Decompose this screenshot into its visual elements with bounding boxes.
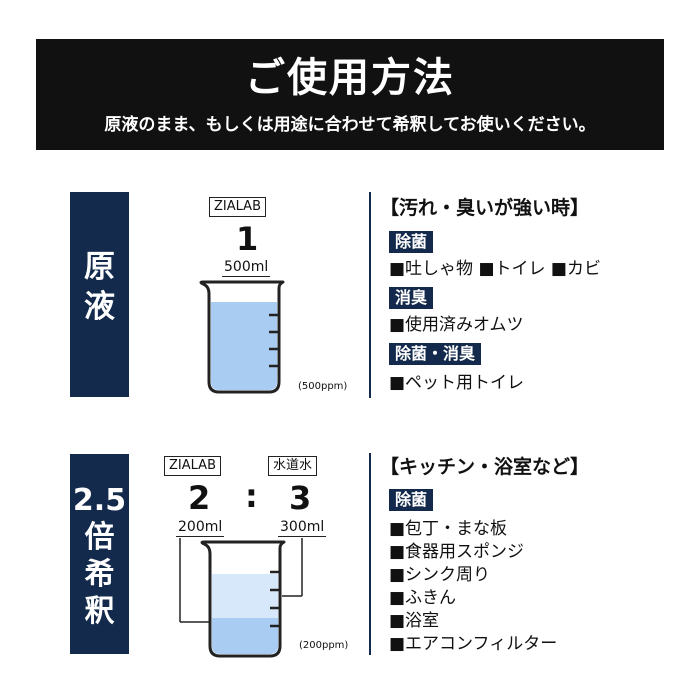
beaker-icon	[199, 280, 285, 394]
side-label-line: 釈	[84, 594, 115, 629]
usage-banner: ご使用方法 原液のまま、もしくは用途に合わせて希釈してお使いください。	[36, 39, 664, 150]
concentration-label: (200ppm)	[299, 640, 349, 651]
side-label-diluted: 2.5 倍 希 釈	[70, 454, 129, 654]
concentration-label: (500ppm)	[298, 381, 348, 392]
use-item: ■エアコンフィルター	[389, 634, 558, 654]
ratio-left-number: 2	[188, 479, 211, 517]
divider-line	[369, 453, 371, 655]
divider-line	[369, 192, 371, 398]
use-item: ■ペット用トイレ	[389, 373, 525, 393]
brand-tag: ZIALAB	[164, 456, 221, 476]
ratio-right-number: 3	[289, 479, 312, 517]
ratio-separator: :	[245, 477, 258, 515]
use-item: ■ふきん	[389, 588, 457, 608]
water-tag: 水道水	[268, 456, 318, 476]
use-item: ■吐しゃ物 ■トイレ ■カビ	[389, 259, 601, 279]
category-label: 除菌・消臭	[389, 343, 482, 365]
use-item: ■シンク周り	[389, 565, 491, 585]
side-label-line: 2.5	[72, 483, 127, 518]
side-label-line: 希	[84, 557, 115, 592]
side-label-line: 倍	[84, 520, 115, 555]
banner-title: ご使用方法	[245, 55, 455, 101]
beaker-icon	[200, 540, 286, 658]
use-item: ■使用済みオムツ	[389, 315, 524, 335]
use-item: ■浴室	[389, 611, 440, 631]
category-label: 除菌	[389, 489, 434, 511]
volume-right-label: 300ml	[278, 519, 327, 537]
use-item: ■包丁・まな板	[389, 519, 508, 539]
ratio-number: 1	[236, 220, 259, 258]
side-label-diluted-text: 2.5 倍 希 釈	[70, 482, 129, 630]
volume-left-label: 200ml	[176, 519, 225, 537]
banner-subtitle: 原液のまま、もしくは用途に合わせて希釈してお使いください。	[104, 115, 596, 135]
category-label: 除菌	[389, 231, 434, 253]
volume-label: 500ml	[222, 259, 271, 277]
side-label-undiluted-text: 原液	[84, 249, 115, 325]
section2-heading: 【キッチン・浴室など】	[380, 456, 590, 478]
brand-tag: ZIALAB	[209, 197, 266, 217]
category-label: 消臭	[389, 287, 434, 309]
side-label-undiluted: 原液	[70, 192, 129, 397]
use-item: ■食器用スポンジ	[389, 542, 525, 562]
section1-heading: 【汚れ・臭いが強い時】	[380, 197, 590, 219]
